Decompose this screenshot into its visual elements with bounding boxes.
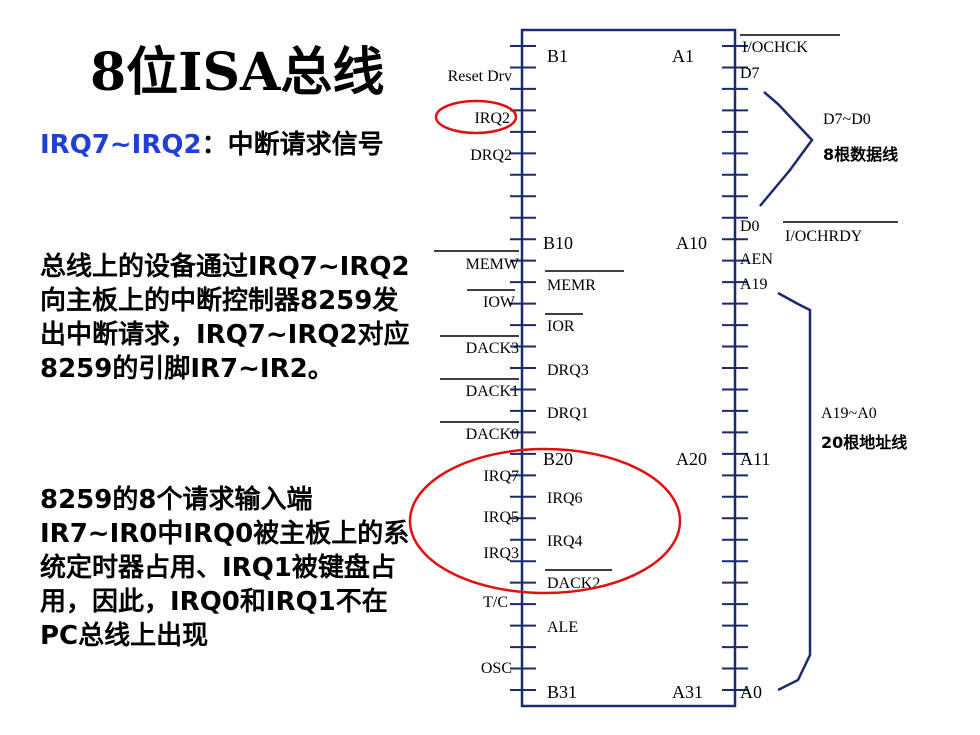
paragraph-interrupt-request: 总线上的设备通过IRQ7~IRQ2向主板上的中断控制器8259发出中断请求，IR… xyxy=(40,252,410,384)
label-a20: A20 xyxy=(676,449,707,469)
irq-range-highlight: IRQ7~IRQ2 xyxy=(40,130,202,160)
label-b1: B1 xyxy=(547,46,568,66)
label-tc: T/C xyxy=(483,594,508,611)
label-b10: B10 xyxy=(543,233,573,253)
label-ale: ALE xyxy=(547,619,578,636)
label-irq2: IRQ2 xyxy=(474,110,510,127)
address-desc-label: 20根地址线 xyxy=(821,433,907,452)
label-reset-drv: Reset Drv xyxy=(448,68,512,85)
label-dack1: DACK1 xyxy=(466,383,519,400)
label-iochck: I/OCHCK xyxy=(742,39,808,56)
label-aen: AEN xyxy=(740,251,773,268)
label-iochrdy: I/OCHRDY xyxy=(785,228,863,245)
irq2-highlight-circle xyxy=(434,99,518,135)
label-irq3: IRQ3 xyxy=(483,545,519,562)
label-a10: A10 xyxy=(676,233,707,253)
label-a31: A31 xyxy=(672,682,703,702)
label-drq2: DRQ2 xyxy=(470,147,512,164)
label-b20: B20 xyxy=(543,449,573,469)
address-bus-bracket xyxy=(777,291,812,692)
label-d7: D7 xyxy=(740,65,760,82)
label-memw: MEMW xyxy=(466,256,520,273)
label-irq4: IRQ4 xyxy=(547,533,583,550)
label-drq1: DRQ1 xyxy=(547,405,589,422)
slide-title: 8位ISA总线 xyxy=(90,42,385,103)
label-a11: A11 xyxy=(740,449,770,469)
label-d0: D0 xyxy=(740,218,760,235)
label-dack2: DACK2 xyxy=(547,575,600,592)
label-irq6: IRQ6 xyxy=(547,490,583,507)
label-irq5: IRQ5 xyxy=(483,509,519,526)
label-dack0: DACK0 xyxy=(466,426,519,443)
address-range-label: A19~A0 xyxy=(821,405,877,422)
label-memr: MEMR xyxy=(547,277,596,294)
label-a1: A1 xyxy=(672,46,694,66)
label-b31: B31 xyxy=(547,682,577,702)
label-drq3: DRQ3 xyxy=(547,362,589,379)
pin-ticks xyxy=(510,45,748,691)
label-osc: OSC xyxy=(481,660,512,677)
data-bus-bracket xyxy=(759,91,814,207)
irq-group-highlight-circle xyxy=(408,447,682,595)
data-desc-label: 8根数据线 xyxy=(823,145,898,164)
paragraph-irq-signal: IRQ7~IRQ2：中断请求信号 xyxy=(40,128,415,162)
label-dack3: DACK3 xyxy=(466,340,519,357)
data-range-label: D7~D0 xyxy=(823,111,871,128)
label-irq7: IRQ7 xyxy=(483,468,519,485)
label-iow: IOW xyxy=(483,294,516,311)
paragraph-8259-inputs: 8259的8个请求输入端IR7~IR0中IRQ0被主板上的系统定时器占用、IRQ… xyxy=(40,485,410,651)
label-a0: A0 xyxy=(740,682,762,702)
label-ior: IOR xyxy=(547,318,575,335)
label-a19: A19 xyxy=(740,276,768,293)
irq-signal-description: ：中断请求信号 xyxy=(201,130,384,160)
